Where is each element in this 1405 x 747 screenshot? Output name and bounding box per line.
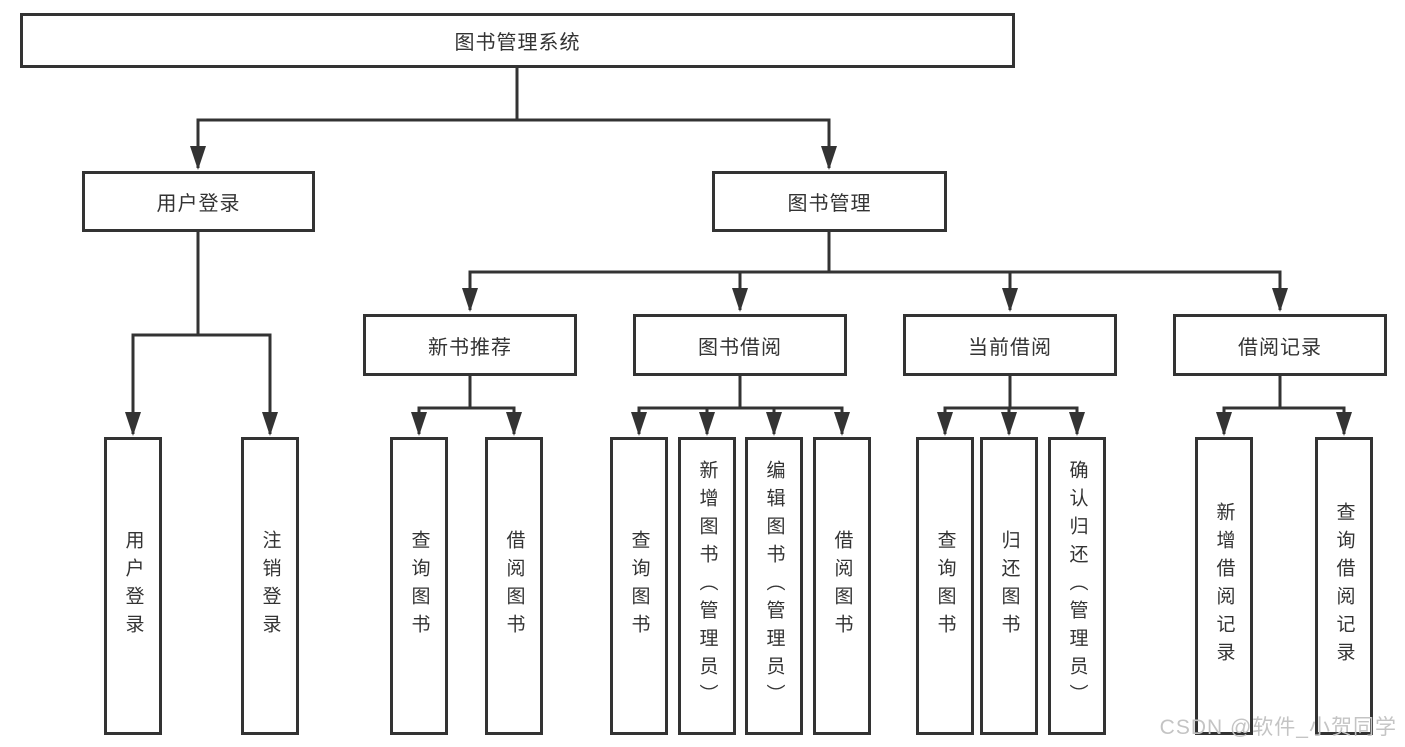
leaf-recommend-borrow-books: 借阅图书 [485,437,543,735]
leaf-borrow-query-books: 查询图书 [610,437,668,735]
leaf-logout: 注销登录 [241,437,299,735]
csdn-watermark: CSDN @软件_小贺同学 [1159,716,1397,739]
node-library-system: 图书管理系统 [20,13,1015,68]
leaf-recommend-query-books: 查询图书 [390,437,448,735]
leaf-user-login: 用户登录 [104,437,162,735]
leaf-records-add-record: 新增借阅记录 [1195,437,1253,735]
leaf-borrow-borrow-books: 借阅图书 [813,437,871,735]
node-book-borrow: 图书借阅 [633,314,847,376]
node-current-borrow: 当前借阅 [903,314,1117,376]
node-borrow-records: 借阅记录 [1173,314,1387,376]
leaf-current-confirm-return-admin: 确认归还（管理员） [1048,437,1106,735]
leaf-records-query-record: 查询借阅记录 [1315,437,1373,735]
node-book-management: 图书管理 [712,171,947,232]
leaf-current-query-books: 查询图书 [916,437,974,735]
node-new-book-recommend: 新书推荐 [363,314,577,376]
leaf-borrow-edit-books-admin: 编辑图书（管理员） [745,437,803,735]
leaf-current-return-books: 归还图书 [980,437,1038,735]
node-user-login: 用户登录 [82,171,315,232]
leaf-borrow-add-books-admin: 新增图书（管理员） [678,437,736,735]
